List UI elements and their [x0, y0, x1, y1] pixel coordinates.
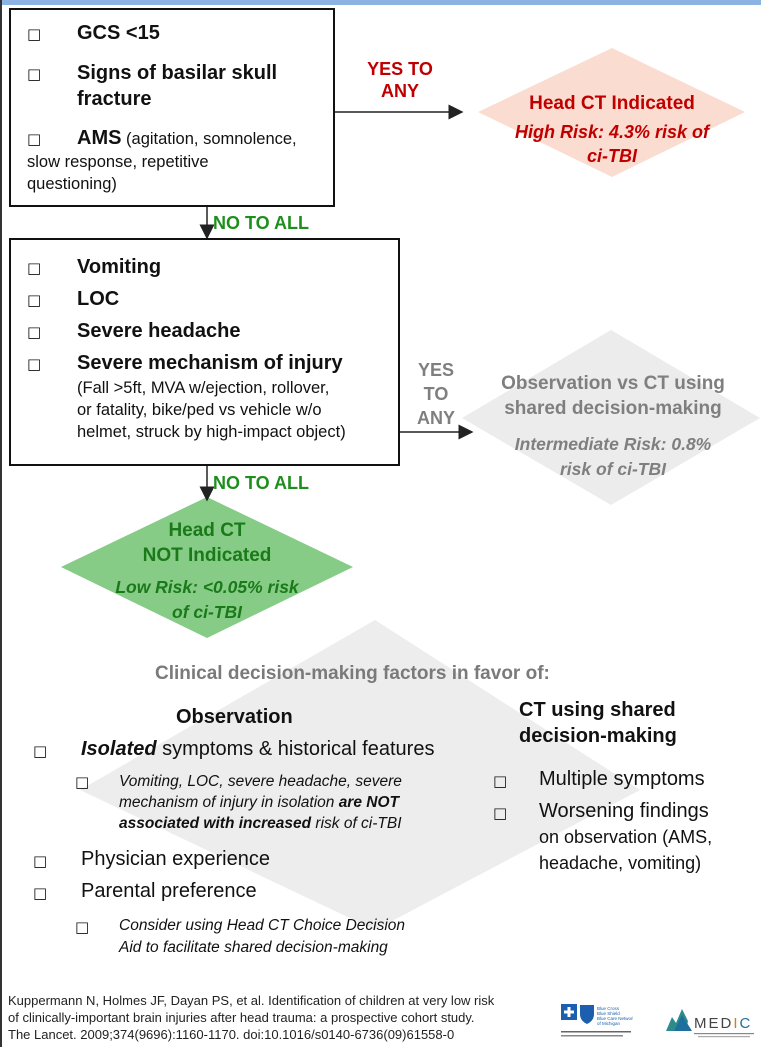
checkbox: □: [27, 65, 42, 83]
high-risk-subtitle-cont: ci-TBI: [586, 146, 637, 166]
high-risk-title: Head CT Indicated: [529, 93, 695, 114]
citation-line3: The Lancet. 2009;374(9696):1160-1170. do…: [8, 1027, 455, 1042]
yes-label-line2: ANY: [380, 81, 419, 101]
high-risk-subtitle: High Risk: 4.3% risk of: [514, 122, 710, 142]
intermediate-subtitle: Intermediate Risk: 0.8%: [514, 434, 712, 454]
svg-text:Blue Care Network: Blue Care Network: [597, 1016, 633, 1021]
intermediate-criteria-box: □ Vomiting □ LOC □ Severe headache □ Sev…: [9, 238, 400, 466]
criterion-label-cont: fracture: [77, 88, 152, 110]
isolation-emphasis-2: associated with increased: [119, 815, 312, 832]
criterion-detail: (agitation, somnolence,: [121, 130, 297, 148]
criterion-detail-line2: slow response, repetitive: [27, 153, 209, 171]
checkbox: □: [75, 773, 90, 791]
low-risk-text: Head CT NOT Indicated Low Risk: <0.05% r…: [61, 518, 353, 625]
criterion-label: AMS: [77, 127, 122, 149]
checkbox: □: [493, 772, 508, 790]
ct-title-line1: CT using shared: [519, 699, 676, 721]
worsening-line1: Worsening findings: [539, 800, 709, 822]
high-risk-criteria-box: □ GCS <15 □ Signs of basilar skull fract…: [9, 8, 335, 207]
isolation-line2: mechanism of injury in isolation: [119, 794, 339, 811]
isolation-emphasis: are NOT: [338, 794, 399, 811]
yes-label-line3: ANY: [416, 408, 455, 428]
criterion-label: GCS <15: [77, 22, 160, 44]
isolated-rest: symptoms & historical features: [156, 738, 435, 760]
isolated-emphasis: Isolated: [81, 738, 157, 760]
low-risk-title-cont: NOT Indicated: [142, 545, 272, 566]
checkbox: □: [27, 323, 42, 341]
criterion-label: Signs of basilar skull: [77, 62, 278, 84]
mechanism-detail-3: helmet, struck by high-impact object): [77, 423, 346, 441]
svg-text:of Michigan: of Michigan: [597, 1021, 621, 1026]
criterion-label: Severe mechanism of injury: [77, 352, 343, 374]
criterion-detail-line3: questioning): [27, 175, 117, 193]
no-to-all-label-2: NO TO ALL: [213, 473, 309, 493]
low-risk-subtitle-cont: of ci-TBI: [172, 602, 242, 622]
yes-label-line2: TO: [423, 384, 449, 404]
intermediate-subtitle-cont: risk of ci-TBI: [560, 459, 666, 479]
intermediate-title: Observation vs CT using: [501, 373, 725, 394]
factors-heading: Clinical decision-making factors in favo…: [155, 663, 550, 684]
criterion-label: Severe headache: [77, 320, 241, 342]
criterion-label: LOC: [77, 288, 120, 310]
svg-text:Blue Shield: Blue Shield: [597, 1011, 620, 1016]
worsening-line3: headache, vomiting): [539, 853, 702, 873]
ct-title: CT using shared decision-making: [519, 697, 677, 749]
criterion-label: Vomiting: [77, 256, 162, 278]
svg-text:MEDIC: MEDIC: [694, 1015, 752, 1032]
decision-aid-line1: Consider using Head CT Choice Decision: [119, 917, 406, 934]
checkbox: □: [27, 130, 42, 148]
checkbox: □: [27, 291, 42, 309]
yes-label-line1: YES: [417, 360, 455, 380]
no-to-all-label-1: NO TO ALL: [213, 213, 309, 233]
svg-text:Blue Cross: Blue Cross: [597, 1006, 620, 1011]
yes-to-any-label-1: YES TO ANY: [345, 58, 455, 102]
bcbs-logo: Blue Cross Blue Shield Blue Care Network…: [561, 1004, 636, 1044]
top-accent-bar: [0, 0, 761, 5]
checkbox: □: [33, 884, 48, 902]
isolation-line1: Vomiting, LOC, severe headache, severe: [119, 773, 402, 790]
isolation-line3: risk of ci-TBI: [311, 815, 402, 832]
decision-aid-line2: Aid to facilitate shared decision-making: [119, 939, 388, 956]
checkbox: □: [33, 742, 48, 760]
low-risk-diamond: [61, 497, 353, 638]
checkbox: □: [27, 25, 42, 43]
checkbox: □: [75, 918, 90, 936]
low-risk-subtitle: Low Risk: <0.05% risk: [115, 577, 299, 597]
intermediate-risk-diamond: [462, 330, 760, 505]
citation: Kuppermann N, Holmes JF, Dayan PS, et al…: [8, 992, 494, 1043]
yes-to-any-label-2: YES TO ANY: [404, 358, 468, 430]
left-border: [0, 0, 2, 1047]
citation-line2: of clinically-important brain injuries a…: [8, 1010, 475, 1025]
worsening-line2: on observation (AMS,: [539, 827, 713, 847]
checkbox: □: [27, 259, 42, 277]
observation-title: Observation: [176, 706, 293, 728]
citation-line1: Kuppermann N, Holmes JF, Dayan PS, et al…: [8, 993, 495, 1008]
mechanism-detail-1: (Fall >5ft, MVA w/ejection, rollover,: [77, 379, 330, 397]
high-risk-diamond: [478, 48, 745, 177]
checkbox: □: [27, 355, 42, 373]
medic-logo: MEDIC: [662, 1001, 758, 1043]
checkbox: □: [493, 804, 508, 822]
intermediate-title-cont: shared decision-making: [504, 398, 722, 419]
checkbox: □: [33, 852, 48, 870]
low-risk-title: Head CT: [168, 520, 246, 541]
yes-label-line1: YES TO: [367, 59, 433, 79]
parental-label: Parental preference: [81, 880, 257, 902]
ct-title-line2: decision-making: [519, 725, 677, 747]
physician-label: Physician experience: [81, 848, 270, 870]
multiple-symptoms-label: Multiple symptoms: [539, 768, 705, 790]
mechanism-detail-2: or fatality, bike/ped vs vehicle w/o: [77, 401, 322, 419]
factors-diamond: [80, 620, 640, 930]
intermediate-risk-text: Observation vs CT using shared decision-…: [468, 371, 758, 482]
high-risk-text: Head CT Indicated High Risk: 4.3% risk o…: [478, 92, 746, 168]
